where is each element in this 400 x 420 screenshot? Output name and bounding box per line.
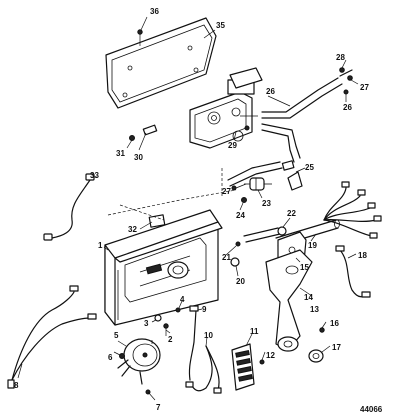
callout-7: 7 [156,403,161,412]
callout-17: 17 [332,343,341,352]
screw-7 [145,389,156,401]
switch-23 [244,177,272,191]
control-housing-1 [104,209,223,326]
screw-16 [319,327,325,333]
wiring-bundle [323,181,382,239]
callout-28: 27 [360,83,369,92]
screw-12 [259,359,265,365]
callout-30: 29 [228,141,237,150]
callout-5: 5 [114,331,119,340]
callout-32: 31 [116,149,125,158]
cable-assembly-25 [227,160,303,191]
callout-25: 25 [305,163,314,172]
cable-end-27 [343,89,349,95]
screw-2 [163,323,169,336]
exploded-view-guides [107,168,237,221]
callout-34: 33 [90,171,99,180]
callout-11: 11 [250,327,259,336]
callout-18: 18 [358,251,367,260]
callout-14: 14 [304,293,313,302]
shift-throttle-cables-26 [261,77,343,163]
shaft-22 [243,226,287,243]
callout-19: 19 [308,241,317,250]
callout-26: 26 [266,87,275,96]
wire-18 [335,245,371,298]
callout-36: 36 [150,7,159,16]
terminal-block-11 [231,343,255,391]
cable-end-28-29 [339,67,353,81]
callout-27-lower: 27 [222,187,231,196]
screw-4 [175,307,181,313]
callout-29: 28 [336,53,345,62]
callout-16: 16 [330,319,339,328]
nut-6 [119,353,125,359]
callout-21: 21 [222,253,231,262]
washer-20 [230,257,240,267]
wire-10 [185,345,222,394]
callout-labels: 36 35 28 27 26 26 29 31 30 25 27 23 24 3… [14,7,369,412]
callout-20: 20 [236,277,245,286]
callout-4: 4 [180,295,185,304]
callout-3: 3 [144,319,149,328]
wire-harness-8 [7,285,97,389]
leader-lines [17,16,359,379]
callout-24: 24 [236,211,245,220]
callout-33: 32 [128,225,137,234]
callout-1: 1 [98,241,103,250]
control-mechanism-bracket [189,67,263,149]
callout-13: 13 [310,305,319,314]
callout-6: 6 [108,353,113,362]
screw-3 [154,314,162,322]
wire-harness-34 [43,173,95,241]
screw-27-lower [231,183,247,191]
knob-17 [308,349,324,363]
mounting-plate [105,17,217,109]
trim-gauge-5 [117,338,161,385]
callout-8: 8 [14,381,19,390]
callout-10: 10 [204,331,213,340]
callout-9: 9 [202,305,207,314]
control-handle-arm-13-14 [265,249,313,352]
callout-27-top: 26 [343,103,352,112]
callout-22: 22 [287,209,296,218]
callout-31: 30 [134,153,143,162]
callout-2: 2 [168,335,173,344]
screw-36 [137,29,143,46]
screw-21 [235,241,241,247]
callout-23: 23 [262,199,271,208]
clip-31 [142,124,158,136]
callout-35: 35 [216,21,225,30]
nut-24 [241,197,247,203]
callout-15: 15 [300,263,309,272]
wire-9 [188,305,199,381]
screw-32 [129,135,135,141]
callout-12: 12 [266,351,275,360]
figure-number: 44066 [360,405,383,414]
